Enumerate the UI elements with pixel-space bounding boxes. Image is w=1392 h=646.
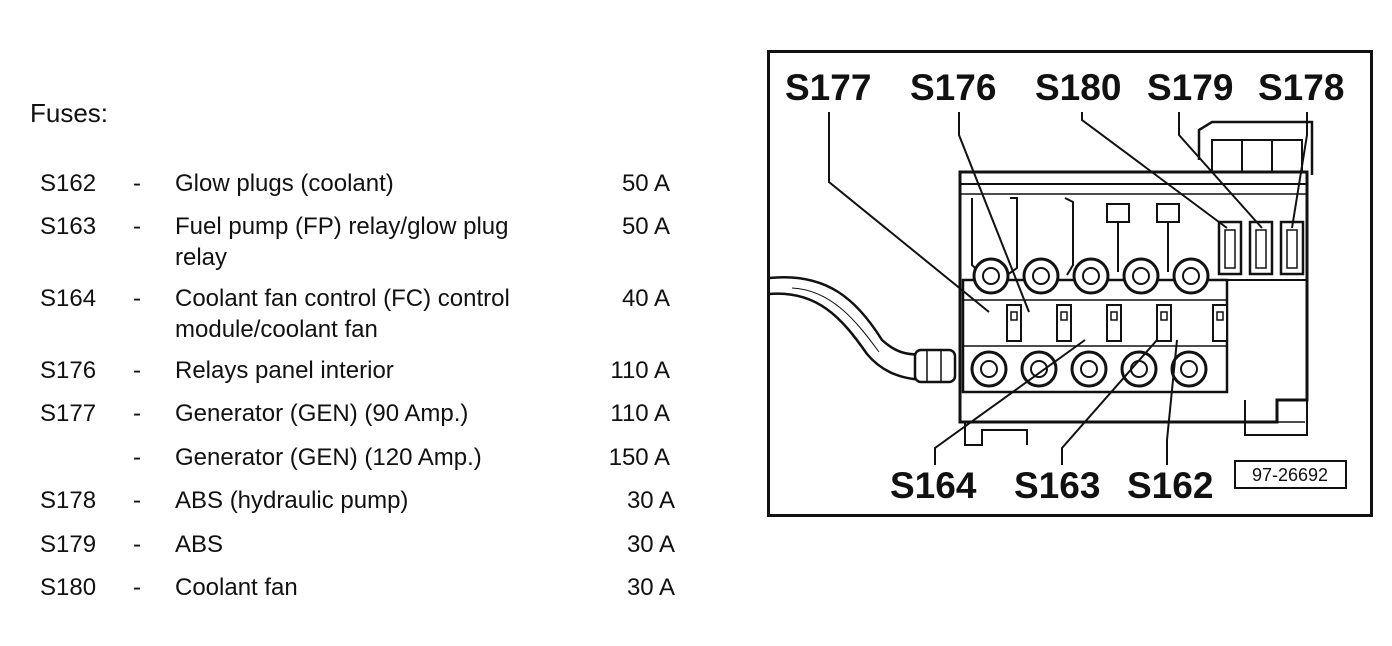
diagram-label-s164: S164 bbox=[890, 465, 977, 506]
fuse-box-diagram: S177 S176 S180 S179 S178 S164 S163 S162 … bbox=[767, 50, 1373, 517]
separator-dash: - bbox=[133, 487, 141, 514]
fuse-rating: 110 A bbox=[610, 357, 670, 384]
diagram-label-s179: S179 bbox=[1147, 67, 1233, 108]
diagram-label-s180: S180 bbox=[1035, 67, 1121, 108]
fuse-code: S176 bbox=[40, 357, 97, 384]
separator-dash: - bbox=[133, 400, 141, 427]
fuse-box-svg: S177 S176 S180 S179 S178 S164 S163 S162 … bbox=[767, 50, 1373, 517]
cable-illustration bbox=[768, 275, 957, 384]
diagram-label-s163: S163 bbox=[1014, 465, 1100, 506]
fuse-code: S177 bbox=[40, 400, 97, 427]
fuse-code: S163 bbox=[40, 213, 97, 240]
diagram-label-s177: S177 bbox=[785, 67, 871, 108]
fuse-description: Fuel pump (FP) relay/glow plug relay bbox=[175, 213, 509, 271]
fuse-code: S162 bbox=[40, 170, 97, 197]
separator-dash: - bbox=[133, 357, 141, 384]
separator-dash: - bbox=[133, 444, 141, 471]
diagram-label-s176: S176 bbox=[910, 67, 996, 108]
fuse-code: S178 bbox=[40, 487, 97, 514]
fuse-code: S164 bbox=[40, 285, 97, 312]
separator-dash: - bbox=[133, 170, 141, 197]
reference-number: 97-26692 bbox=[1252, 465, 1328, 485]
fuse-rating: 110 A bbox=[610, 400, 670, 427]
separator-dash: - bbox=[133, 574, 141, 601]
leader-lines-top bbox=[828, 112, 1308, 313]
fuse-rating: 30 A bbox=[626, 487, 675, 514]
fuse-description: Glow plugs (coolant) bbox=[175, 170, 394, 197]
fuse-description: Relays panel interior bbox=[175, 357, 394, 384]
fuse-description: Coolant fan bbox=[175, 574, 298, 601]
legend-heading: Fuses: bbox=[30, 98, 109, 128]
reference-box bbox=[1234, 460, 1347, 489]
fuse-rating: 30 A bbox=[626, 574, 675, 601]
fuse-description: Generator (GEN) (120 Amp.) bbox=[175, 444, 482, 471]
fuse-code: S180 bbox=[40, 574, 97, 601]
fuse-rating: 40 A bbox=[621, 285, 670, 312]
fuse-description: ABS bbox=[175, 531, 224, 558]
fuse-rating: 150 A bbox=[608, 444, 670, 471]
fuse-tabs bbox=[971, 197, 1305, 276]
leader-lines-bottom bbox=[934, 339, 1178, 465]
fuse-description: Generator (GEN) (90 Amp.) bbox=[175, 400, 469, 427]
diagram-label-s162: S162 bbox=[1127, 465, 1213, 506]
diagram-label-s178: S178 bbox=[1258, 67, 1344, 108]
fuse-strips bbox=[1006, 304, 1228, 342]
fuse-description: Coolant fan control (FC) control module/… bbox=[175, 285, 510, 343]
bolt-terminals-bottom bbox=[970, 350, 1208, 388]
separator-dash: - bbox=[133, 285, 141, 312]
fuse-description: ABS (hydraulic pump) bbox=[175, 487, 409, 514]
separator-dash: - bbox=[133, 531, 141, 558]
fuse-rating: 50 A bbox=[621, 170, 670, 197]
bolt-terminals-top bbox=[972, 257, 1210, 295]
fuse-rating: 50 A bbox=[621, 213, 670, 240]
separator-dash: - bbox=[133, 213, 141, 240]
fuse-rating: 30 A bbox=[626, 531, 675, 558]
fuse-code: S179 bbox=[40, 531, 97, 558]
